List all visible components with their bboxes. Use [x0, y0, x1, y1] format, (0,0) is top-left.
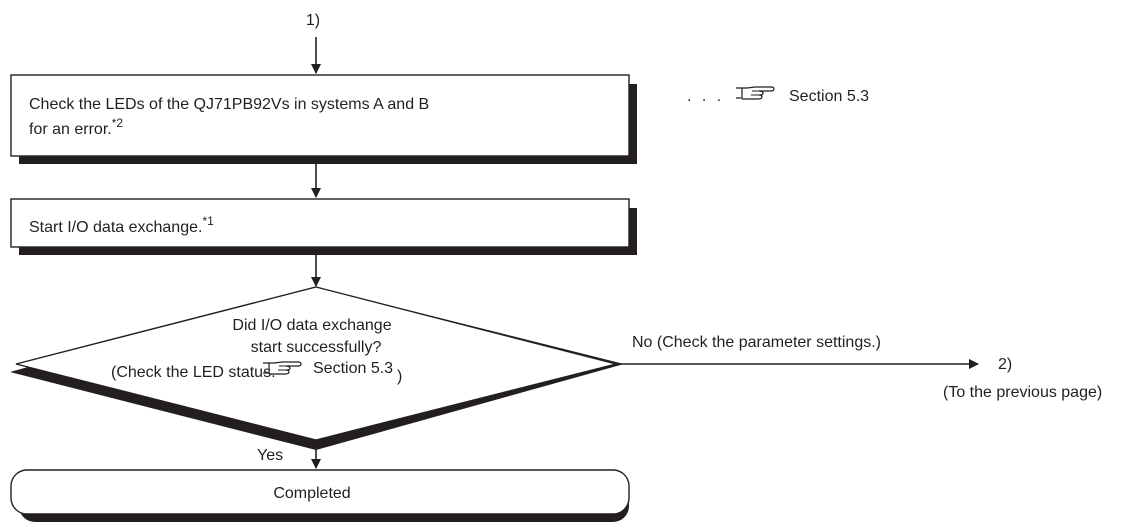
decision-line3-ref: Section 5.3 — [313, 360, 393, 377]
connector-right-label: 2) — [998, 356, 1012, 373]
step2-text: Start I/O data exchange.*1 — [29, 214, 214, 236]
step1-line2: for an error.*2 — [29, 116, 123, 138]
step2-box: Start I/O data exchange.*1 — [10, 198, 637, 255]
terminal-text: Completed — [273, 485, 350, 502]
reference-hand-icon — [735, 86, 775, 100]
step1-box: Check the LEDs of the QJ71PB92Vs in syst… — [10, 74, 637, 164]
yes-label: Yes — [257, 447, 283, 464]
connector-right-note: (To the previous page) — [943, 384, 1102, 401]
connector-top-label: 1) — [306, 12, 320, 29]
decision-line3-suffix: ) — [397, 368, 402, 385]
decision-line1: Did I/O data exchange — [232, 317, 391, 334]
terminal-completed: Completed — [10, 469, 630, 522]
decision-line3-prefix: (Check the LED status. — [111, 364, 276, 381]
decision-line2: start successfully? — [251, 339, 382, 356]
step1-line1: Check the LEDs of the QJ71PB92Vs in syst… — [29, 96, 429, 113]
decision-diamond: Did I/O data exchange start successfully… — [10, 286, 624, 450]
step1-ref-dots: . . . — [687, 88, 724, 105]
no-label: No (Check the parameter settings.) — [632, 334, 881, 351]
step1-ref-text: Section 5.3 — [789, 88, 869, 105]
